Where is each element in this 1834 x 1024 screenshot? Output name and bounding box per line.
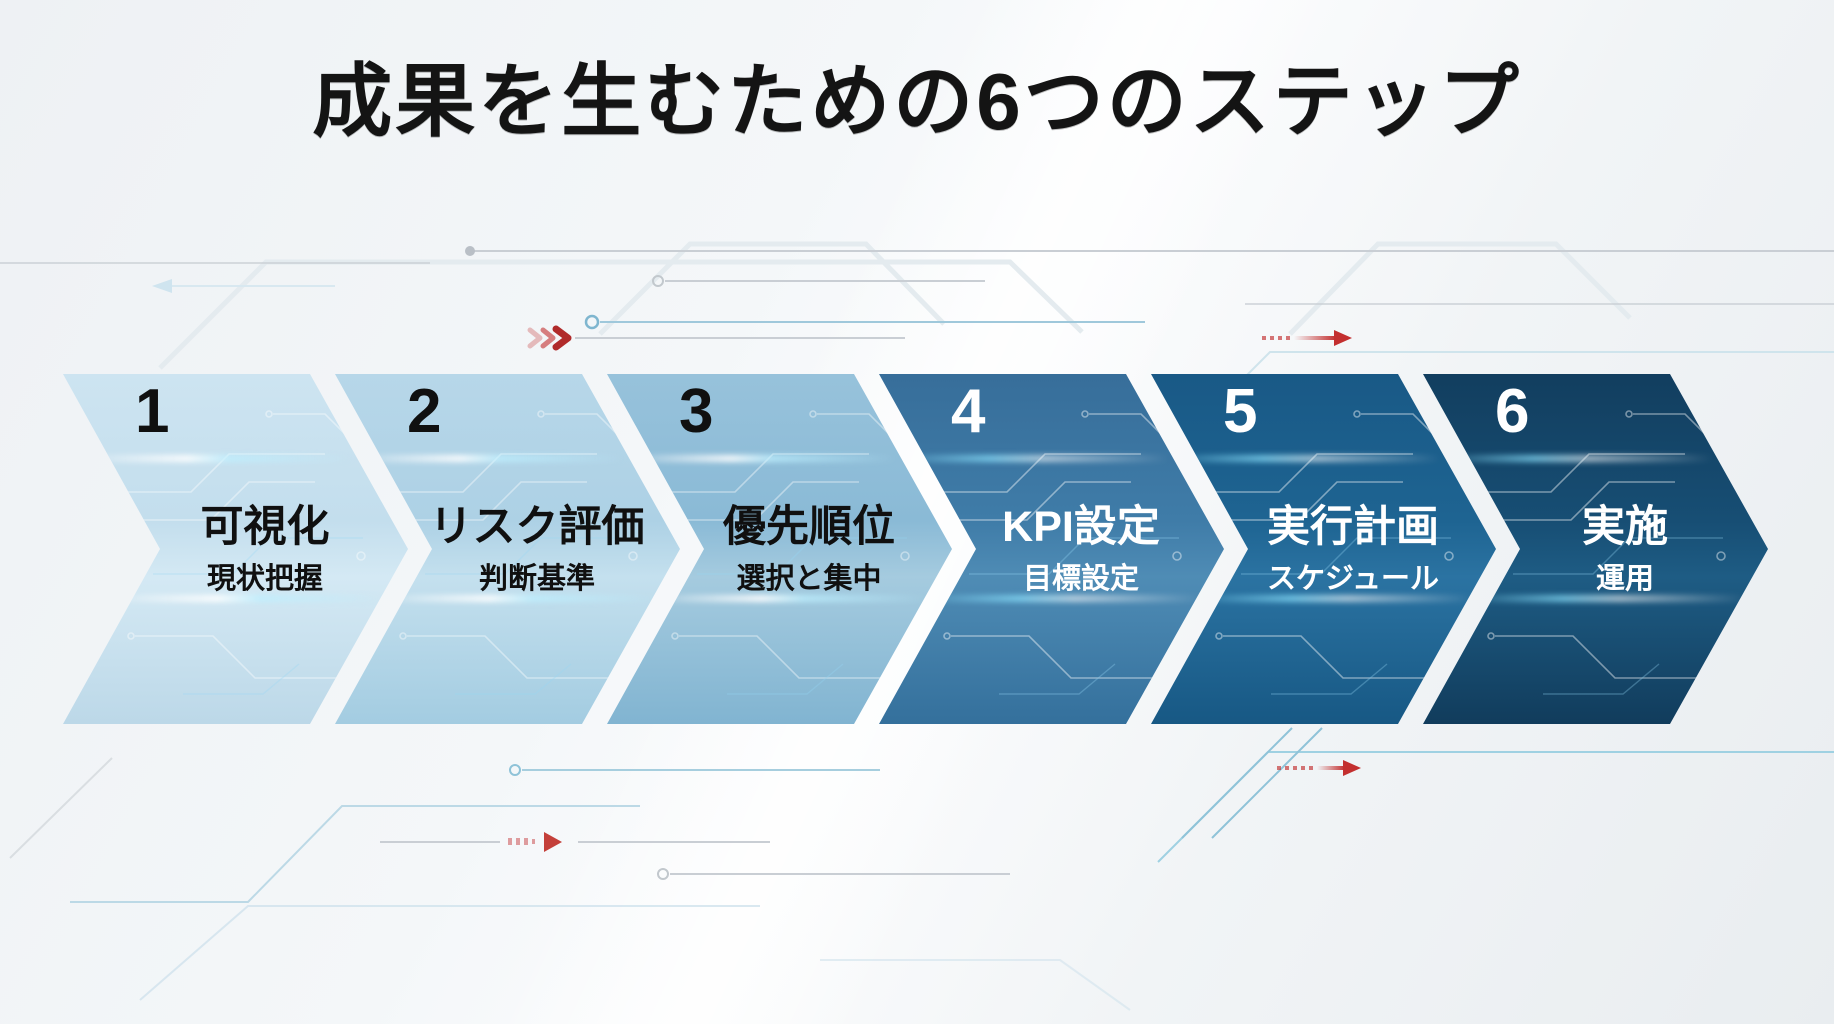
step-subtitle: 現状把握 bbox=[206, 562, 323, 595]
step-subtitle: 運用 bbox=[1595, 562, 1654, 595]
step-title: リスク評価 bbox=[429, 503, 645, 551]
hexagon-band-decoration bbox=[158, 241, 1632, 370]
step-title: KPI設定 bbox=[1002, 503, 1160, 551]
step-title: 実施 bbox=[1582, 503, 1668, 551]
step-title: 優先順位 bbox=[723, 503, 895, 551]
circuit-node-ring bbox=[657, 868, 669, 880]
chevron-band: 1 可視化 現状把握 2 リスク評価 判断基準 3 優先順位 選択と集中 bbox=[0, 374, 1834, 724]
page-title: 成果を生むための6つのステップ bbox=[312, 57, 1522, 146]
red-dashed-arrow-bottom-icon bbox=[1277, 760, 1361, 776]
step-subtitle: 目標設定 bbox=[1022, 562, 1139, 595]
step-number: 1 bbox=[135, 377, 170, 446]
step-title: 可視化 bbox=[200, 503, 330, 551]
step-number: 2 bbox=[407, 377, 442, 446]
step-number: 5 bbox=[1223, 377, 1258, 446]
step-subtitle: 判断基準 bbox=[478, 562, 595, 595]
step-subtitle: 選択と集中 bbox=[736, 562, 882, 595]
step-number: 3 bbox=[679, 377, 714, 446]
circuit-node-dot bbox=[465, 246, 475, 256]
step-title: 実行計画 bbox=[1267, 503, 1439, 551]
red-triple-chevron-icon bbox=[527, 325, 572, 351]
step-number: 6 bbox=[1495, 377, 1530, 446]
gray-circuit-lines-bottom bbox=[9, 757, 1010, 875]
step-subtitle: スケジュール bbox=[1267, 562, 1439, 595]
red-play-icon bbox=[508, 832, 562, 852]
gray-circuit-lines bbox=[0, 250, 1834, 339]
teal-circuit-lines-bottom bbox=[70, 727, 1834, 1011]
circuit-node-ring bbox=[652, 275, 664, 287]
step-chevron-1: 1 可視化 現状把握 bbox=[63, 374, 408, 724]
step-number: 4 bbox=[951, 377, 986, 446]
red-dashed-arrow-top-icon bbox=[1262, 330, 1352, 346]
